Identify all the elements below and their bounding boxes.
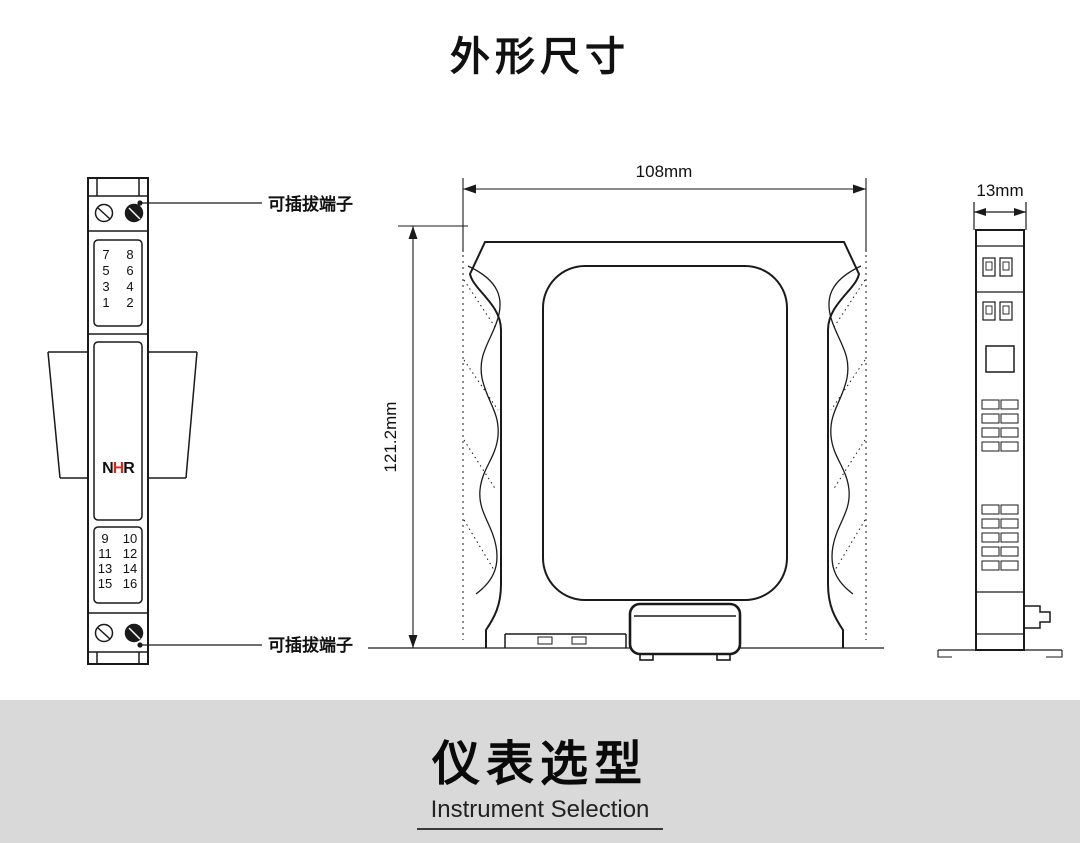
nhr-logo: NHR	[102, 460, 135, 477]
depth-dimension-label: 13mm	[976, 181, 1023, 200]
section-banner: 仪表选型 Instrument Selection	[0, 700, 1080, 843]
terminal-number: 9	[101, 531, 108, 546]
terminal-number: 7	[102, 247, 109, 262]
pluggable-label-bottom: 可插拔端子	[268, 635, 353, 655]
terminal-number: 3	[102, 279, 109, 294]
arrow-up	[408, 226, 418, 239]
terminal-number: 14	[123, 561, 137, 576]
side-view	[937, 202, 1063, 658]
housing-outline	[468, 241, 861, 648]
arrow-right	[1014, 208, 1026, 216]
arrow-down	[408, 635, 418, 648]
rail-bracket	[504, 633, 627, 648]
width-dimension	[462, 178, 867, 252]
pluggable-label-top: 可插拔端子	[268, 194, 353, 214]
terminal-number: 4	[126, 279, 133, 294]
terminal-screw-top-left	[94, 203, 114, 223]
terminal-number: 16	[123, 576, 137, 591]
leader-top	[137, 200, 262, 206]
housing-inner-face	[542, 265, 788, 601]
terminal-number: 5	[102, 263, 109, 278]
clip-lever	[1024, 605, 1051, 629]
terminal-screw-top-right	[124, 203, 144, 223]
front-panel	[93, 341, 143, 521]
terminal-number: 15	[98, 576, 112, 591]
terminal-number: 2	[126, 295, 133, 310]
front-view-texts: 可插拔端子 可插拔端子 7 8 5 6 3 4 1 2 NHR 9 10 11 …	[98, 194, 353, 655]
connector-openings-upper	[982, 257, 1013, 277]
arrow-left	[974, 208, 986, 216]
width-dimension-label: 108mm	[636, 162, 693, 181]
banner-title-cn: 仪表选型	[431, 738, 648, 791]
arrow-left	[463, 184, 476, 194]
module-body	[87, 177, 149, 665]
arrow-right	[853, 184, 866, 194]
terminal-number: 10	[123, 531, 137, 546]
page-title: 外形尺寸	[450, 35, 630, 79]
height-dimension	[398, 225, 468, 648]
terminal-number: 8	[126, 247, 133, 262]
height-dimension-label: 121.2mm	[381, 402, 400, 473]
front-view	[47, 177, 262, 665]
side-body	[975, 229, 1025, 651]
terminal-number: 11	[98, 546, 112, 561]
terminal-screw-bottom-right	[124, 623, 144, 643]
depth-dimension	[973, 202, 1027, 230]
side-window	[985, 345, 1015, 373]
din-clip	[628, 602, 742, 661]
vent-slots-upper	[981, 399, 1019, 452]
terminal-number: 12	[123, 546, 137, 561]
terminal-number: 13	[98, 561, 112, 576]
bottom-terminal-block	[93, 526, 143, 604]
top-terminal-block	[93, 239, 143, 327]
connector-openings-lower	[982, 301, 1013, 321]
profile-view	[368, 178, 884, 661]
right-rib-texture	[828, 265, 862, 595]
left-rib-texture	[467, 265, 501, 595]
terminal-screw-bottom-left	[94, 623, 114, 643]
leader-bottom	[137, 642, 262, 648]
terminal-number: 1	[102, 295, 109, 310]
side-baseline	[937, 649, 1063, 658]
vent-slots-lower	[981, 504, 1019, 571]
terminal-number: 6	[126, 263, 133, 278]
banner-title-en: Instrument Selection	[416, 796, 664, 830]
din-rail	[47, 351, 198, 479]
